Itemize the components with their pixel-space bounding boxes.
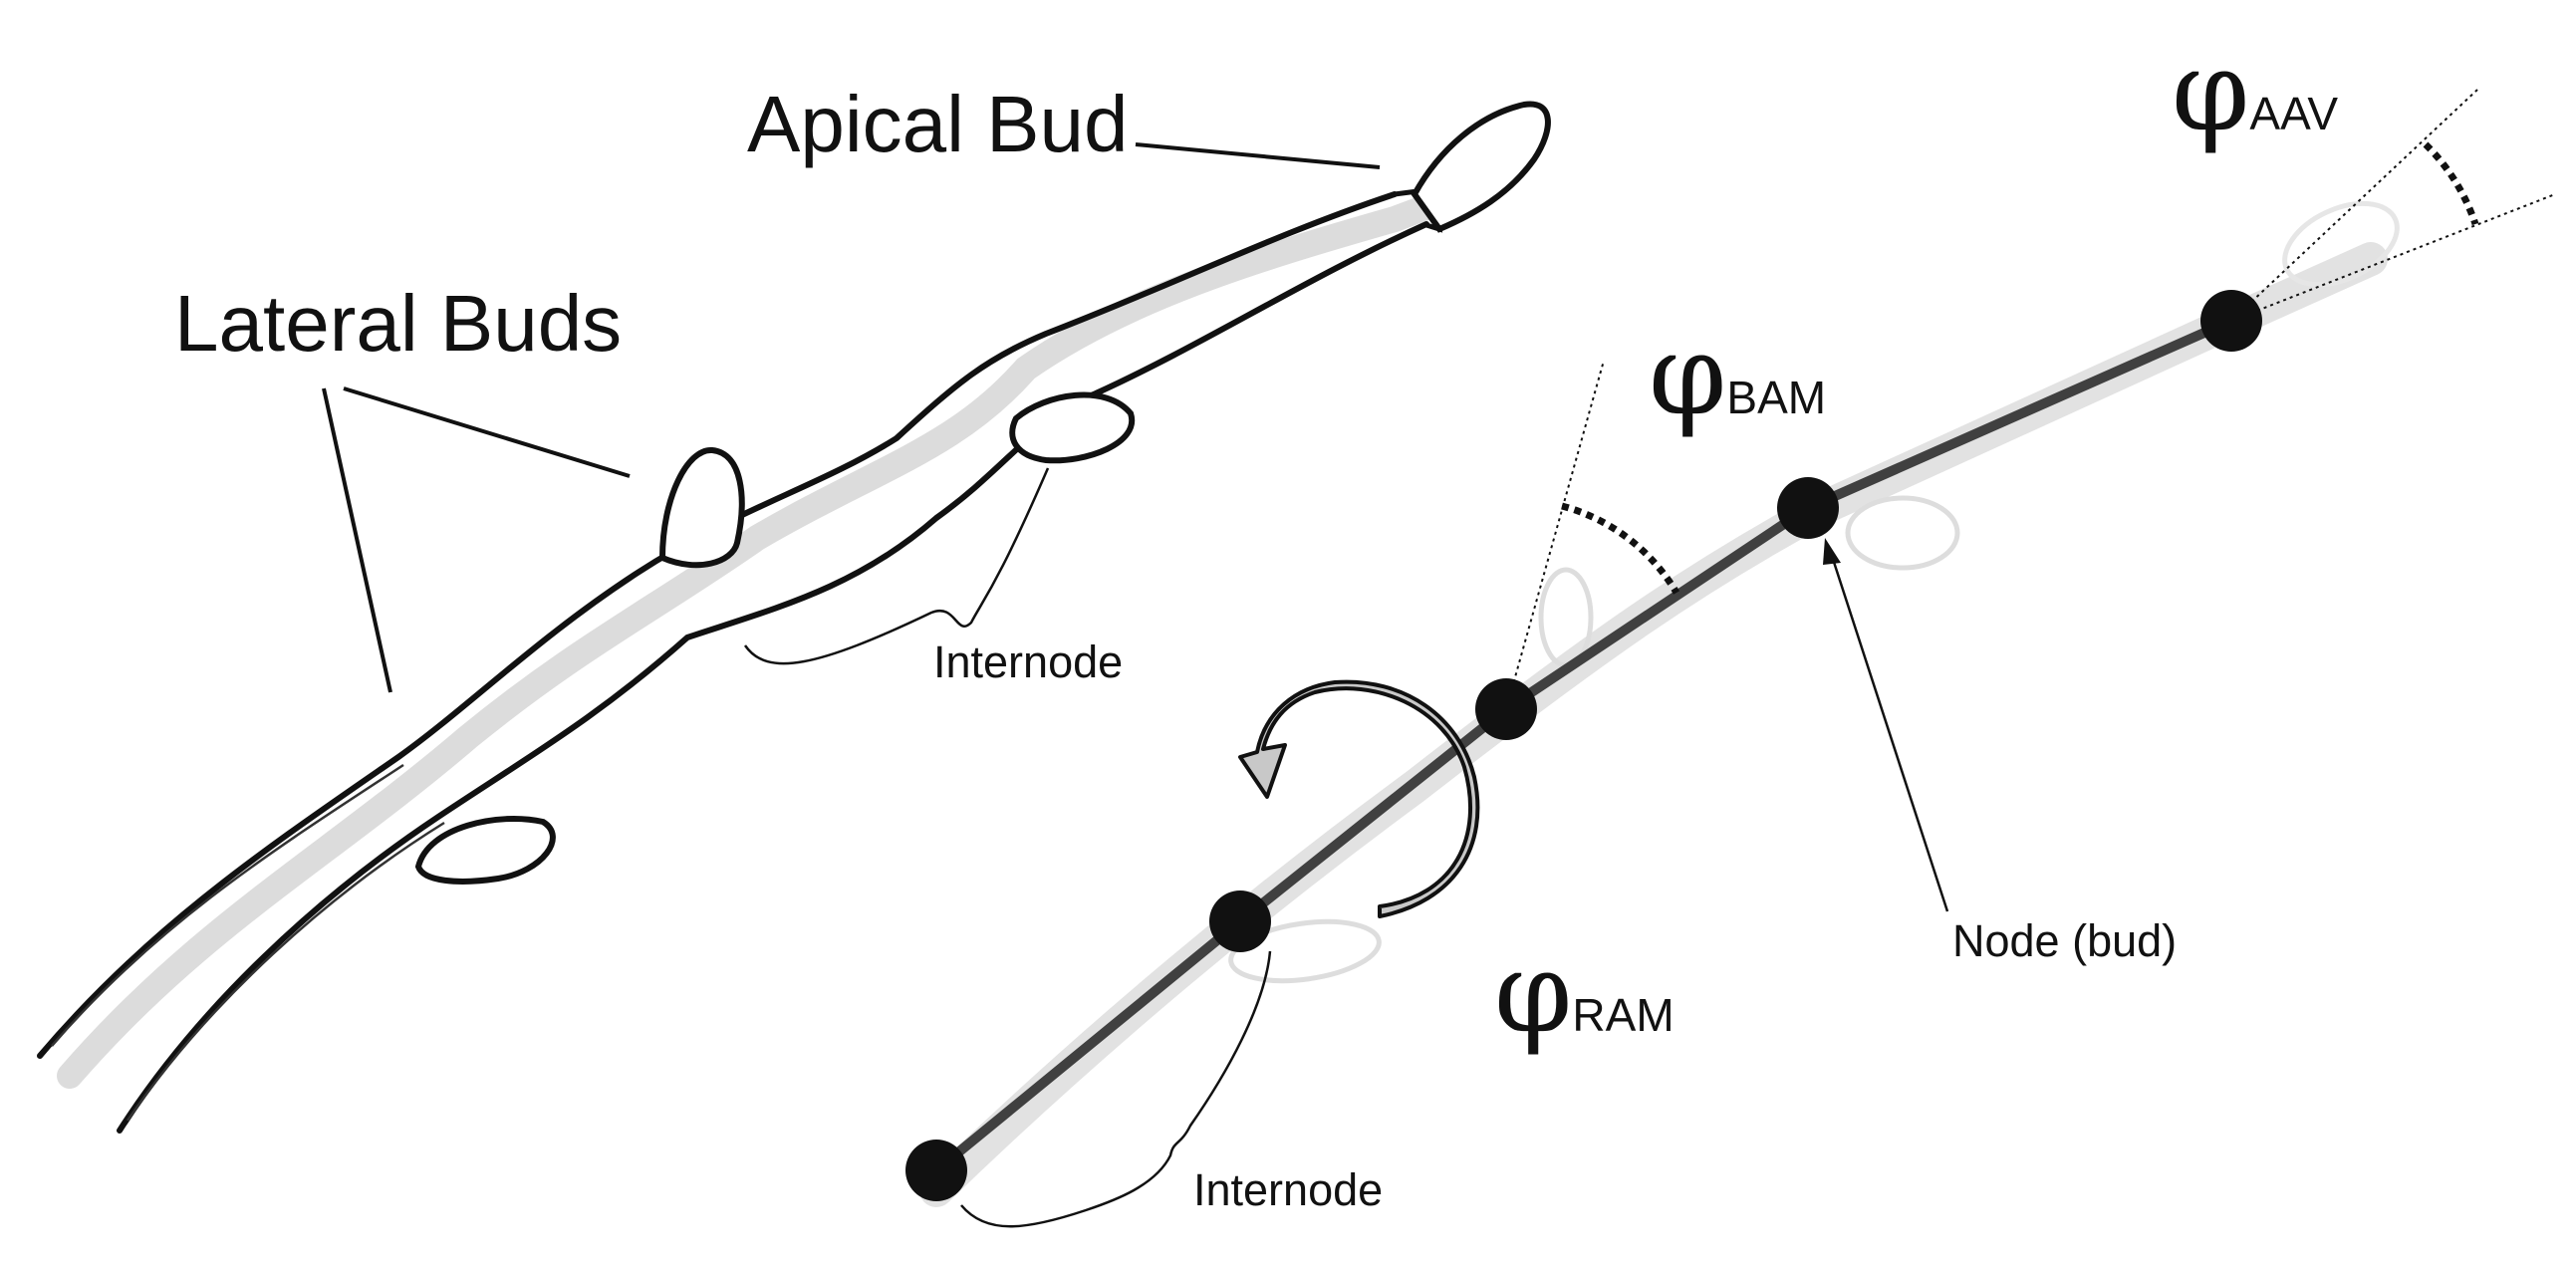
bam-arc: [1561, 502, 1680, 595]
node-dot: [905, 1140, 967, 1201]
lateral-bud-upper-right: [1009, 391, 1136, 464]
internode-brace-sketch: [743, 467, 1050, 665]
lateral-buds-leader-1: [343, 386, 631, 478]
shoot-sketch: [37, 101, 1551, 1134]
shoot-model: [905, 89, 2556, 1228]
phi-bam-label: φBAM: [1649, 311, 1826, 440]
node-bud-label: Node (bud): [1952, 915, 2177, 966]
shoot-outline-lower: [117, 221, 1429, 1134]
lateral-buds-label: Lateral Buds: [174, 279, 622, 368]
node-dot: [1475, 678, 1537, 740]
phi-aav-label: φAAV: [2172, 27, 2338, 156]
internode-label-model: Internode: [1193, 1164, 1383, 1215]
apical-bud-label: Apical Bud: [747, 80, 1128, 168]
node-pointer-head: [1823, 538, 1841, 565]
internode-label-sketch: Internode: [933, 636, 1123, 687]
phi-ram-label: φRAM: [1494, 928, 1674, 1058]
model-axis: [931, 316, 2236, 1175]
apical-bud: [1411, 101, 1551, 233]
node-pointer: [1829, 552, 1949, 912]
lateral-bud-lower: [414, 816, 556, 885]
node-dot: [1777, 477, 1839, 539]
aav-arc: [2423, 141, 2479, 226]
shoot-shadow: [57, 191, 1447, 1089]
node-dot: [2200, 290, 2262, 352]
lateral-buds-leader-2: [322, 387, 392, 693]
internode-brace-model: [960, 950, 1272, 1228]
lateral-bud-middle: [658, 447, 745, 569]
node-dot: [1209, 890, 1271, 952]
apical-bud-leader: [1135, 142, 1381, 169]
rotation-arrow-icon: [1238, 679, 1480, 918]
